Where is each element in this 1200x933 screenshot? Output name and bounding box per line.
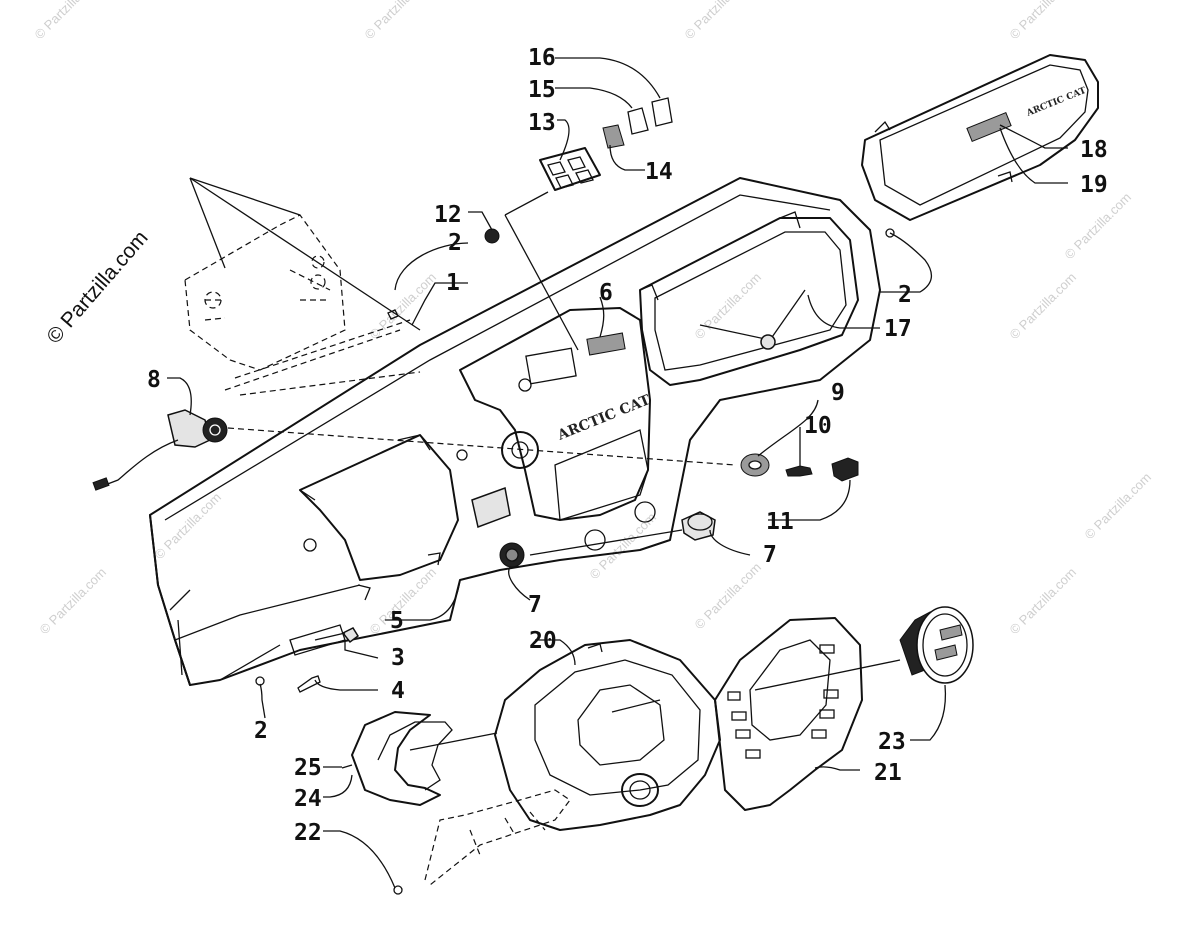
callout-19: 19: [1080, 172, 1108, 198]
callout-22: 22: [294, 820, 322, 846]
mounting-bracket-lower: [424, 789, 571, 886]
callout-1: 1: [446, 270, 460, 296]
callout-25: 25: [294, 755, 322, 781]
callout-14: 14: [645, 159, 673, 185]
callout-2: 2: [448, 230, 462, 256]
callout-7: 7: [528, 592, 542, 618]
leader-lines: [167, 57, 1068, 889]
speedometer: [899, 606, 974, 684]
watermark: © Partzilla.com: [152, 490, 225, 563]
watermark: © Partzilla.com: [1082, 470, 1155, 543]
callout-21: 21: [874, 760, 902, 786]
watermark: © Partzilla.com: [587, 510, 660, 583]
watermark: © Partzilla.com: [367, 270, 440, 343]
callout-15: 15: [528, 77, 556, 103]
callout-7: 7: [763, 542, 777, 568]
mounting-bracket-upper: [184, 177, 421, 396]
callout-4: 4: [391, 678, 405, 704]
callout-16: 16: [528, 45, 556, 71]
watermark: © Partzilla.com: [37, 565, 110, 638]
callout-2: 2: [898, 282, 912, 308]
callout-5: 5: [390, 608, 404, 634]
dash-cover-panel: ARCTIC CAT: [861, 54, 1099, 221]
watermark: © Partzilla.com: [32, 0, 105, 42]
dash-brand-logo: ARCTIC CAT: [555, 392, 654, 444]
ignition-switch: [92, 409, 736, 491]
callout-8: 8: [147, 367, 161, 393]
callout-3: 3: [391, 645, 405, 671]
watermark: © Partzilla.com: [1007, 270, 1080, 343]
watermark: © Partzilla.com: [692, 560, 765, 633]
small-parts: [255, 228, 895, 895]
watermark: © Partzilla.com: [682, 0, 755, 42]
gauge-ring: [341, 711, 498, 806]
dashboard-main: ARCTIC CAT: [149, 177, 881, 686]
callout-17: 17: [884, 316, 912, 342]
callout-13: 13: [528, 110, 556, 136]
callout-23: 23: [878, 729, 906, 755]
partzilla-credit: © Partzilla.com: [42, 226, 152, 348]
callout-11: 11: [766, 509, 794, 535]
callout-12: 12: [434, 202, 462, 228]
callout-9: 9: [831, 380, 845, 406]
gauge-decal: [714, 617, 901, 811]
callout-10: 10: [804, 413, 832, 439]
switch-assembly: [504, 97, 673, 351]
watermark: © Partzilla.com: [362, 0, 435, 42]
watermark: © Partzilla.com: [1007, 0, 1080, 42]
panel-brand-logo: ARCTIC CAT: [1024, 86, 1088, 119]
watermark: © Partzilla.com: [1062, 190, 1135, 263]
callout-2: 2: [254, 718, 268, 744]
callout-numbers: 1 2 2 2 3 4 5 6 7 7 8 9 10 11 12 13 14 1…: [147, 45, 1108, 846]
watermark: © Partzilla.com: [1007, 565, 1080, 638]
callout-6: 6: [599, 280, 613, 306]
callout-20: 20: [529, 628, 557, 654]
gauge-housing: [494, 639, 721, 831]
callout-18: 18: [1080, 137, 1108, 163]
watermarks: © Partzilla.com © Partzilla.com © Partzi…: [32, 0, 1155, 637]
callout-24: 24: [294, 786, 322, 812]
